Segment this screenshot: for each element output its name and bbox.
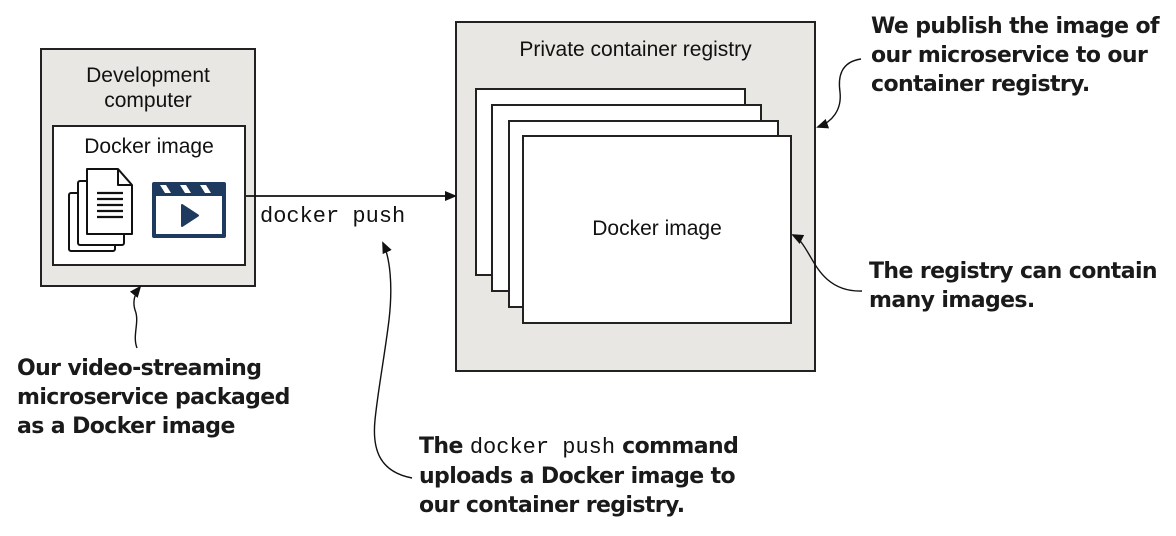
callout-many-images: The registry can contain many images. [869, 259, 1158, 313]
callout-publish: We publish the image of our microservice… [871, 14, 1160, 97]
private-registry-label: Private container registry [519, 38, 752, 61]
publish-callout-arrow [816, 58, 862, 129]
docker-push-command-label: docker push [260, 204, 406, 229]
callout-push-command: The docker push command uploads a Docker… [419, 434, 739, 518]
registry-image-card-front [522, 135, 792, 324]
push-command-callout-arrow [373, 241, 413, 479]
callout-video-streaming: Our video-streaming microservice package… [17, 356, 290, 439]
registry-front-image-label: Docker image [592, 217, 722, 240]
many-images-callout-arrow [791, 234, 863, 292]
documents-icon [68, 168, 133, 252]
video-streaming-callout-arrow [129, 285, 142, 349]
video-clapper-icon [152, 182, 226, 238]
local-docker-image-label: Docker image [84, 135, 214, 158]
inline-docker-push-code: docker push [469, 435, 616, 460]
development-computer-label: Development computer [86, 64, 210, 112]
